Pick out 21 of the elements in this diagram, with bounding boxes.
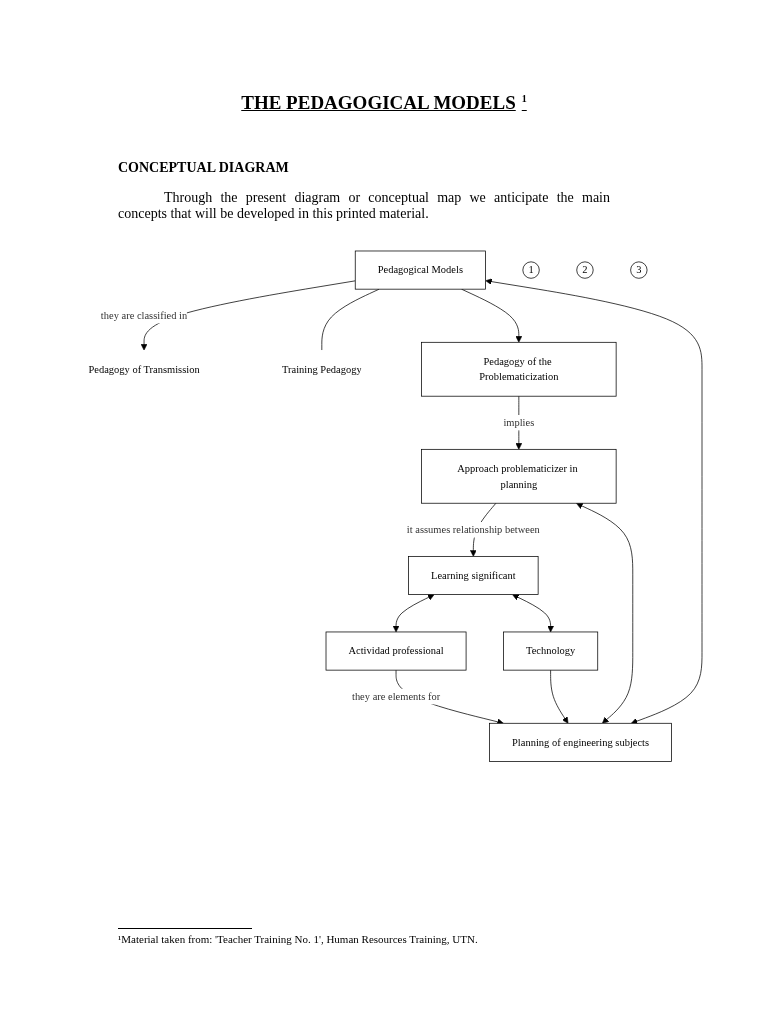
intro-paragraph: Through the present diagram or conceptual map we anticipate the main concepts that will be developed in this printed material. — [118, 190, 610, 222]
node-text: Training Pedagogy — [281, 363, 362, 375]
node-box: Pedagogical Models — [354, 250, 486, 290]
edge-label: they are classified in — [100, 310, 188, 322]
edge-label: it assumes relationship between — [406, 524, 540, 536]
edge-label: they are elements for — [351, 691, 441, 703]
node-box: Approach problematicizer in planning — [421, 448, 617, 504]
node-box: Actividad professional — [325, 631, 467, 671]
node-circle: 2 — [576, 261, 594, 279]
footnote-mark: 1 — [521, 92, 527, 104]
node-box: Technology — [503, 631, 599, 671]
node-box: Planning of engineering subjects — [489, 722, 672, 762]
footnote: ¹Material taken from: 'Teacher Training No. 1', Human Resources Training, UTN. — [118, 933, 478, 945]
node-circle: 1 — [522, 261, 540, 279]
node-box: Learning significant — [408, 556, 539, 595]
section-heading: CONCEPTUAL DIAGRAM — [118, 160, 289, 176]
node-circle: 3 — [630, 261, 648, 279]
node-box: Pedagogy of the Problematicization — [421, 341, 617, 397]
title-text: THE PEDAGOGICAL MODELS — [241, 92, 516, 113]
node-text: Pedagogy of Transmission — [88, 363, 200, 375]
edge-label: implies — [503, 417, 535, 429]
